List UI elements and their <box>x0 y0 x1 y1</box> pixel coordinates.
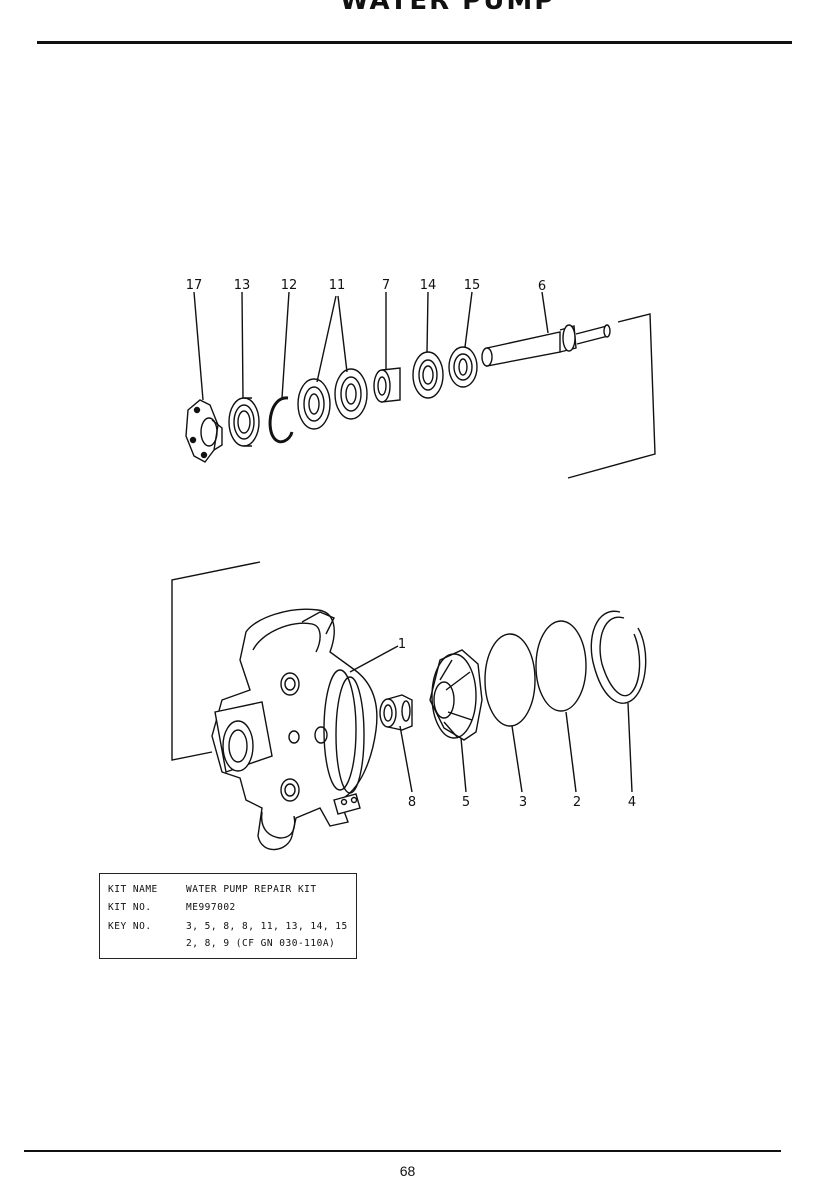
callout-5: 5 <box>462 795 470 810</box>
part-7-spacer <box>373 367 401 403</box>
part-4-circlip <box>590 610 647 704</box>
key-no-label: KEY NO. <box>108 921 152 932</box>
kit-name-value: WATER PUMP REPAIR KIT <box>186 884 317 895</box>
part-14-bearing <box>412 351 444 399</box>
bottom-divider <box>24 1150 781 1152</box>
callout-3: 3 <box>519 795 527 810</box>
callout-1: 1 <box>398 637 406 652</box>
callout-13: 13 <box>234 278 251 293</box>
page-title: WATER PUMP <box>340 0 556 16</box>
callout-4: 4 <box>628 795 636 810</box>
callout-12: 12 <box>281 278 298 293</box>
callout-8: 8 <box>408 795 416 810</box>
kit-info-table: KIT NAME WATER PUMP REPAIR KIT KIT NO. ME9… <box>99 873 357 959</box>
kit-row-number: KIT NO. ME997002 <box>108 902 236 913</box>
callout-15: 15 <box>464 278 481 293</box>
callout-2: 2 <box>573 795 581 810</box>
part-2-gasket <box>535 620 587 712</box>
part-11-bearing-a <box>297 378 331 430</box>
kit-no-label: KIT NO. <box>108 902 152 913</box>
callout-6: 6 <box>538 279 546 294</box>
part-5-impeller <box>429 649 483 741</box>
key-no-extra-value: 2, 8, 9 (CF GN 030-110A) <box>186 938 336 949</box>
page-number: 68 <box>399 1163 416 1179</box>
part-17-flange <box>185 399 223 463</box>
kit-name-label: KIT NAME <box>108 884 158 895</box>
part-3-gasket <box>484 633 536 727</box>
part-8-seal <box>379 694 413 731</box>
part-15-bearing <box>448 346 478 388</box>
kit-row-key: KEY NO. 3, 5, 8, 8, 11, 13, 14, 15 <box>108 921 348 932</box>
callout-17: 17 <box>186 278 203 293</box>
callout-7: 7 <box>382 278 390 293</box>
key-no-value: 3, 5, 8, 8, 11, 13, 14, 15 <box>186 921 348 932</box>
callout-14: 14 <box>420 278 437 293</box>
callout-11: 11 <box>329 278 346 293</box>
part-12-snap-ring <box>268 396 294 444</box>
part-13-bearing <box>228 397 260 447</box>
kit-no-value: ME997002 <box>186 902 236 913</box>
kit-row-key-extra: 2, 8, 9 (CF GN 030-110A) <box>108 938 335 949</box>
part-6-shaft <box>481 324 611 367</box>
kit-row-name: KIT NAME WATER PUMP REPAIR KIT <box>108 884 317 895</box>
part-11-bearing-b <box>334 368 368 420</box>
part-1-pump-body <box>211 608 378 851</box>
top-divider <box>37 41 792 44</box>
